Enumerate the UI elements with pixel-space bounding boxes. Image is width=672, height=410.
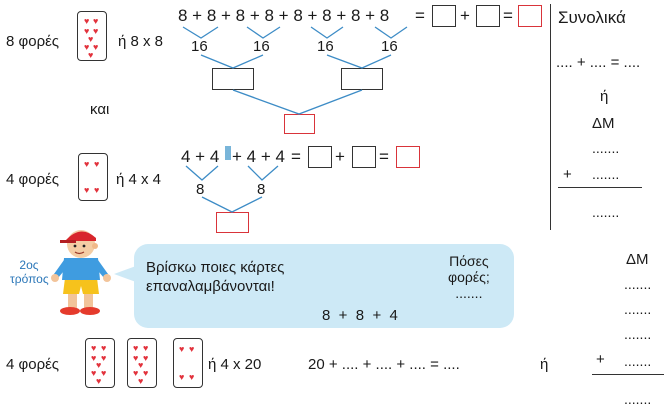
eq1-equals: = <box>415 6 425 25</box>
mult-label-8x8: ή 8 x 8 <box>118 33 164 50</box>
dm-plus: + <box>596 351 605 368</box>
pair-sum-2: 16 <box>253 38 270 55</box>
bottom-card-four: ♥ ♥ ♥ ♥ <box>173 338 203 388</box>
eight-eights-sum: 8 + 8 + 8 + 8 + 8 + 8 + 8 + 8 <box>178 6 390 25</box>
vertical-divider <box>550 4 552 230</box>
heart-icon: ♥ <box>94 185 100 195</box>
dm-header: ΔΜ <box>626 251 649 268</box>
eq1-equals-2: = <box>503 6 513 25</box>
dm-dots-1: ....... <box>624 276 652 292</box>
heart-icon: ♥ <box>91 353 97 363</box>
heart-icon: ♥ <box>179 372 185 382</box>
heart-icon: ♥ <box>91 368 97 378</box>
mult-label-4x20: ή 4 x 20 <box>208 356 262 373</box>
heart-icon: ♥ <box>179 344 185 354</box>
heart-icon: ♥ <box>84 159 90 169</box>
dm-dots-3: ....... <box>624 326 652 342</box>
times-label-4-bottom: 4 φορές <box>6 356 60 373</box>
pair-sum-1: 16 <box>191 38 208 55</box>
separator-marker <box>225 146 231 160</box>
heart-icon: ♥ <box>101 343 107 353</box>
bottom-expression: 20 + .... + .... + .... = .... <box>308 356 460 373</box>
heart-icon: ♥ <box>143 368 149 378</box>
pair-sum-3: 16 <box>317 38 334 55</box>
summary-or: ή <box>600 88 609 105</box>
heart-icon: ♥ <box>133 343 139 353</box>
summary-title: Συνολικά <box>558 8 626 27</box>
second-way-label: 2ος τρόπος <box>10 258 49 286</box>
answer-box[interactable] <box>352 146 376 168</box>
and-label: και <box>90 101 110 118</box>
dm-dots-result: ....... <box>624 391 652 407</box>
heart-icon: ♥ <box>101 368 107 378</box>
result-box[interactable] <box>396 146 420 168</box>
heart-icon: ♥ <box>88 34 94 44</box>
four-fours-part-a: 4 + 4 <box>181 147 220 166</box>
summary-expression: .... + .... = .... <box>556 54 641 71</box>
heart-icon: ♥ <box>133 353 139 363</box>
pair-sum-eight-1: 8 <box>196 181 205 198</box>
boy-character-icon <box>51 230 111 315</box>
bottom-card-eight-1: ♥ ♥ ♥ ♥ ♥ ♥ ♥ ♥ <box>85 338 115 388</box>
card-four: ♥ ♥ ♥ ♥ <box>78 153 108 201</box>
heart-icon: ♥ <box>88 50 94 60</box>
heart-icon: ♥ <box>91 343 97 353</box>
heart-icon: ♥ <box>189 372 195 382</box>
result-box-sum[interactable] <box>216 212 249 233</box>
heart-icon: ♥ <box>93 26 99 36</box>
times-label-4: 4 φορές <box>6 171 60 188</box>
heart-icon: ♥ <box>84 26 90 36</box>
summary-plus: + <box>563 166 572 183</box>
answer-box[interactable] <box>432 5 456 27</box>
eq2-plus: + <box>335 147 345 166</box>
summary-dots-3: ....... <box>592 204 620 220</box>
card-eight: ♥ ♥ ♥ ♥ ♥ ♥ ♥ ♥ <box>77 11 107 61</box>
times-label-8: 8 φορές <box>6 33 60 50</box>
heart-icon: ♥ <box>138 360 144 370</box>
heart-icon: ♥ <box>93 42 99 52</box>
dm-dots-2: ....... <box>624 301 652 317</box>
bubble-text: Βρίσκω ποιες κάρτες επαναλαμβάνονται! <box>146 259 285 295</box>
dm-dots-4: ....... <box>624 353 652 369</box>
heart-icon: ♥ <box>189 344 195 354</box>
heart-icon: ♥ <box>143 343 149 353</box>
four-fours-part-b: + 4 + 4 <box>232 147 285 166</box>
summary-dots-2: ....... <box>592 166 620 182</box>
heart-icon: ♥ <box>96 360 102 370</box>
speech-bubble <box>134 244 514 328</box>
bubble-question: Πόσες φορές; ....... <box>448 253 490 301</box>
heart-icon: ♥ <box>94 159 100 169</box>
bottom-card-eight-2: ♥ ♥ ♥ ♥ ♥ ♥ ♥ ♥ <box>127 338 157 388</box>
pair-sum-eight-2: 8 <box>257 181 266 198</box>
bubble-tail <box>114 266 136 282</box>
eq2-equals: = <box>291 147 301 166</box>
eq2-equals-2: = <box>379 147 389 166</box>
heart-icon: ♥ <box>84 42 90 52</box>
heart-icon: ♥ <box>84 185 90 195</box>
summary-dm-header: ΔΜ <box>592 115 615 132</box>
heart-icon: ♥ <box>101 353 107 363</box>
result-box[interactable] <box>518 5 542 27</box>
bottom-or: ή <box>540 356 549 373</box>
heart-icon: ♥ <box>93 16 99 26</box>
heart-icon: ♥ <box>143 353 149 363</box>
heart-icon: ♥ <box>138 376 144 386</box>
mult-label-4x4: ή 4 x 4 <box>116 171 162 188</box>
heart-icon: ♥ <box>84 16 90 26</box>
answer-box[interactable] <box>476 5 500 27</box>
dm-sum-line <box>592 374 664 376</box>
summary-dots-1: ....... <box>592 140 620 156</box>
answer-box[interactable] <box>308 146 332 168</box>
heart-icon: ♥ <box>133 368 139 378</box>
heart-icon: ♥ <box>96 376 102 386</box>
sum-line <box>558 187 642 189</box>
bubble-card-sum: 8 + 8 + 4 <box>322 307 398 324</box>
eq1-plus: + <box>460 6 470 25</box>
pair-sum-4: 16 <box>381 38 398 55</box>
